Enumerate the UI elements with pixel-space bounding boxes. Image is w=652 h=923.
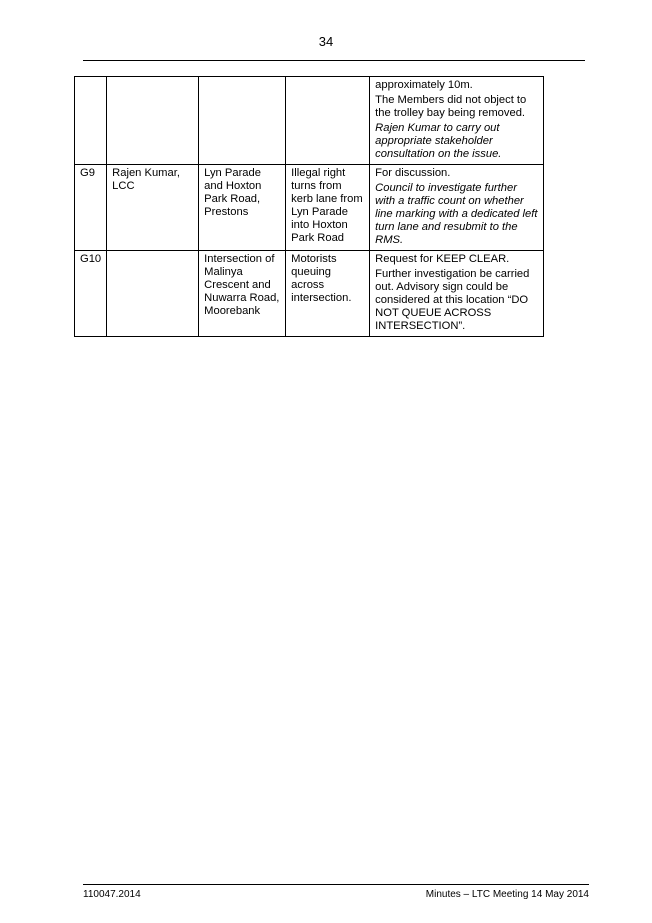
issue-cell: Motorists queuing across intersection. [285,250,371,337]
location-cell [198,76,287,165]
location-cell: Lyn Parade and Hoxton Park Road, Preston… [198,164,287,251]
comment-action: Council to investigate further with a tr… [375,182,538,246]
table-row: G10 Intersection of Malinya Crescent and… [73,250,545,337]
footer-meeting-title: Minutes – LTC Meeting 14 May 2014 [425,889,589,900]
raised-by-cell [106,76,200,165]
page-number: 34 [318,34,334,49]
table-row: G9 Rajen Kumar, LCC Lyn Parade and Hoxto… [73,164,545,251]
issue-cell: Illegal right turns from kerb lane from … [285,164,371,251]
comment-line: approximately 10m. [375,79,473,91]
comments-cell: Request for KEEP CLEAR. Further investig… [369,250,545,337]
minutes-table: approximately 10m. The Members did not o… [73,76,545,337]
comment-line: Further investigation be carried out. Ad… [375,268,530,332]
location-cell: Intersection of Malinya Crescent and Nuw… [198,250,287,337]
comments-cell: For discussion. Council to investigate f… [369,164,545,251]
issue-cell [285,76,371,165]
item-id-cell [73,76,108,165]
item-id-cell: G10 [73,250,108,337]
header-divider [83,60,585,61]
item-id-cell: G9 [73,164,108,251]
raised-by-cell [106,250,200,337]
raised-by-cell: Rajen Kumar, LCC [106,164,200,251]
comments-cell: approximately 10m. The Members did not o… [369,76,545,165]
footer-doc-number: 110047.2014 [83,889,141,900]
comment-line: For discussion. [375,167,451,179]
comment-line: The Members did not object to the trolle… [375,94,527,119]
table-row: approximately 10m. The Members did not o… [73,76,545,165]
comment-action: Rajen Kumar to carry out appropriate sta… [375,122,502,160]
comment-line: Request for KEEP CLEAR. [375,253,510,265]
footer-divider [83,884,589,885]
